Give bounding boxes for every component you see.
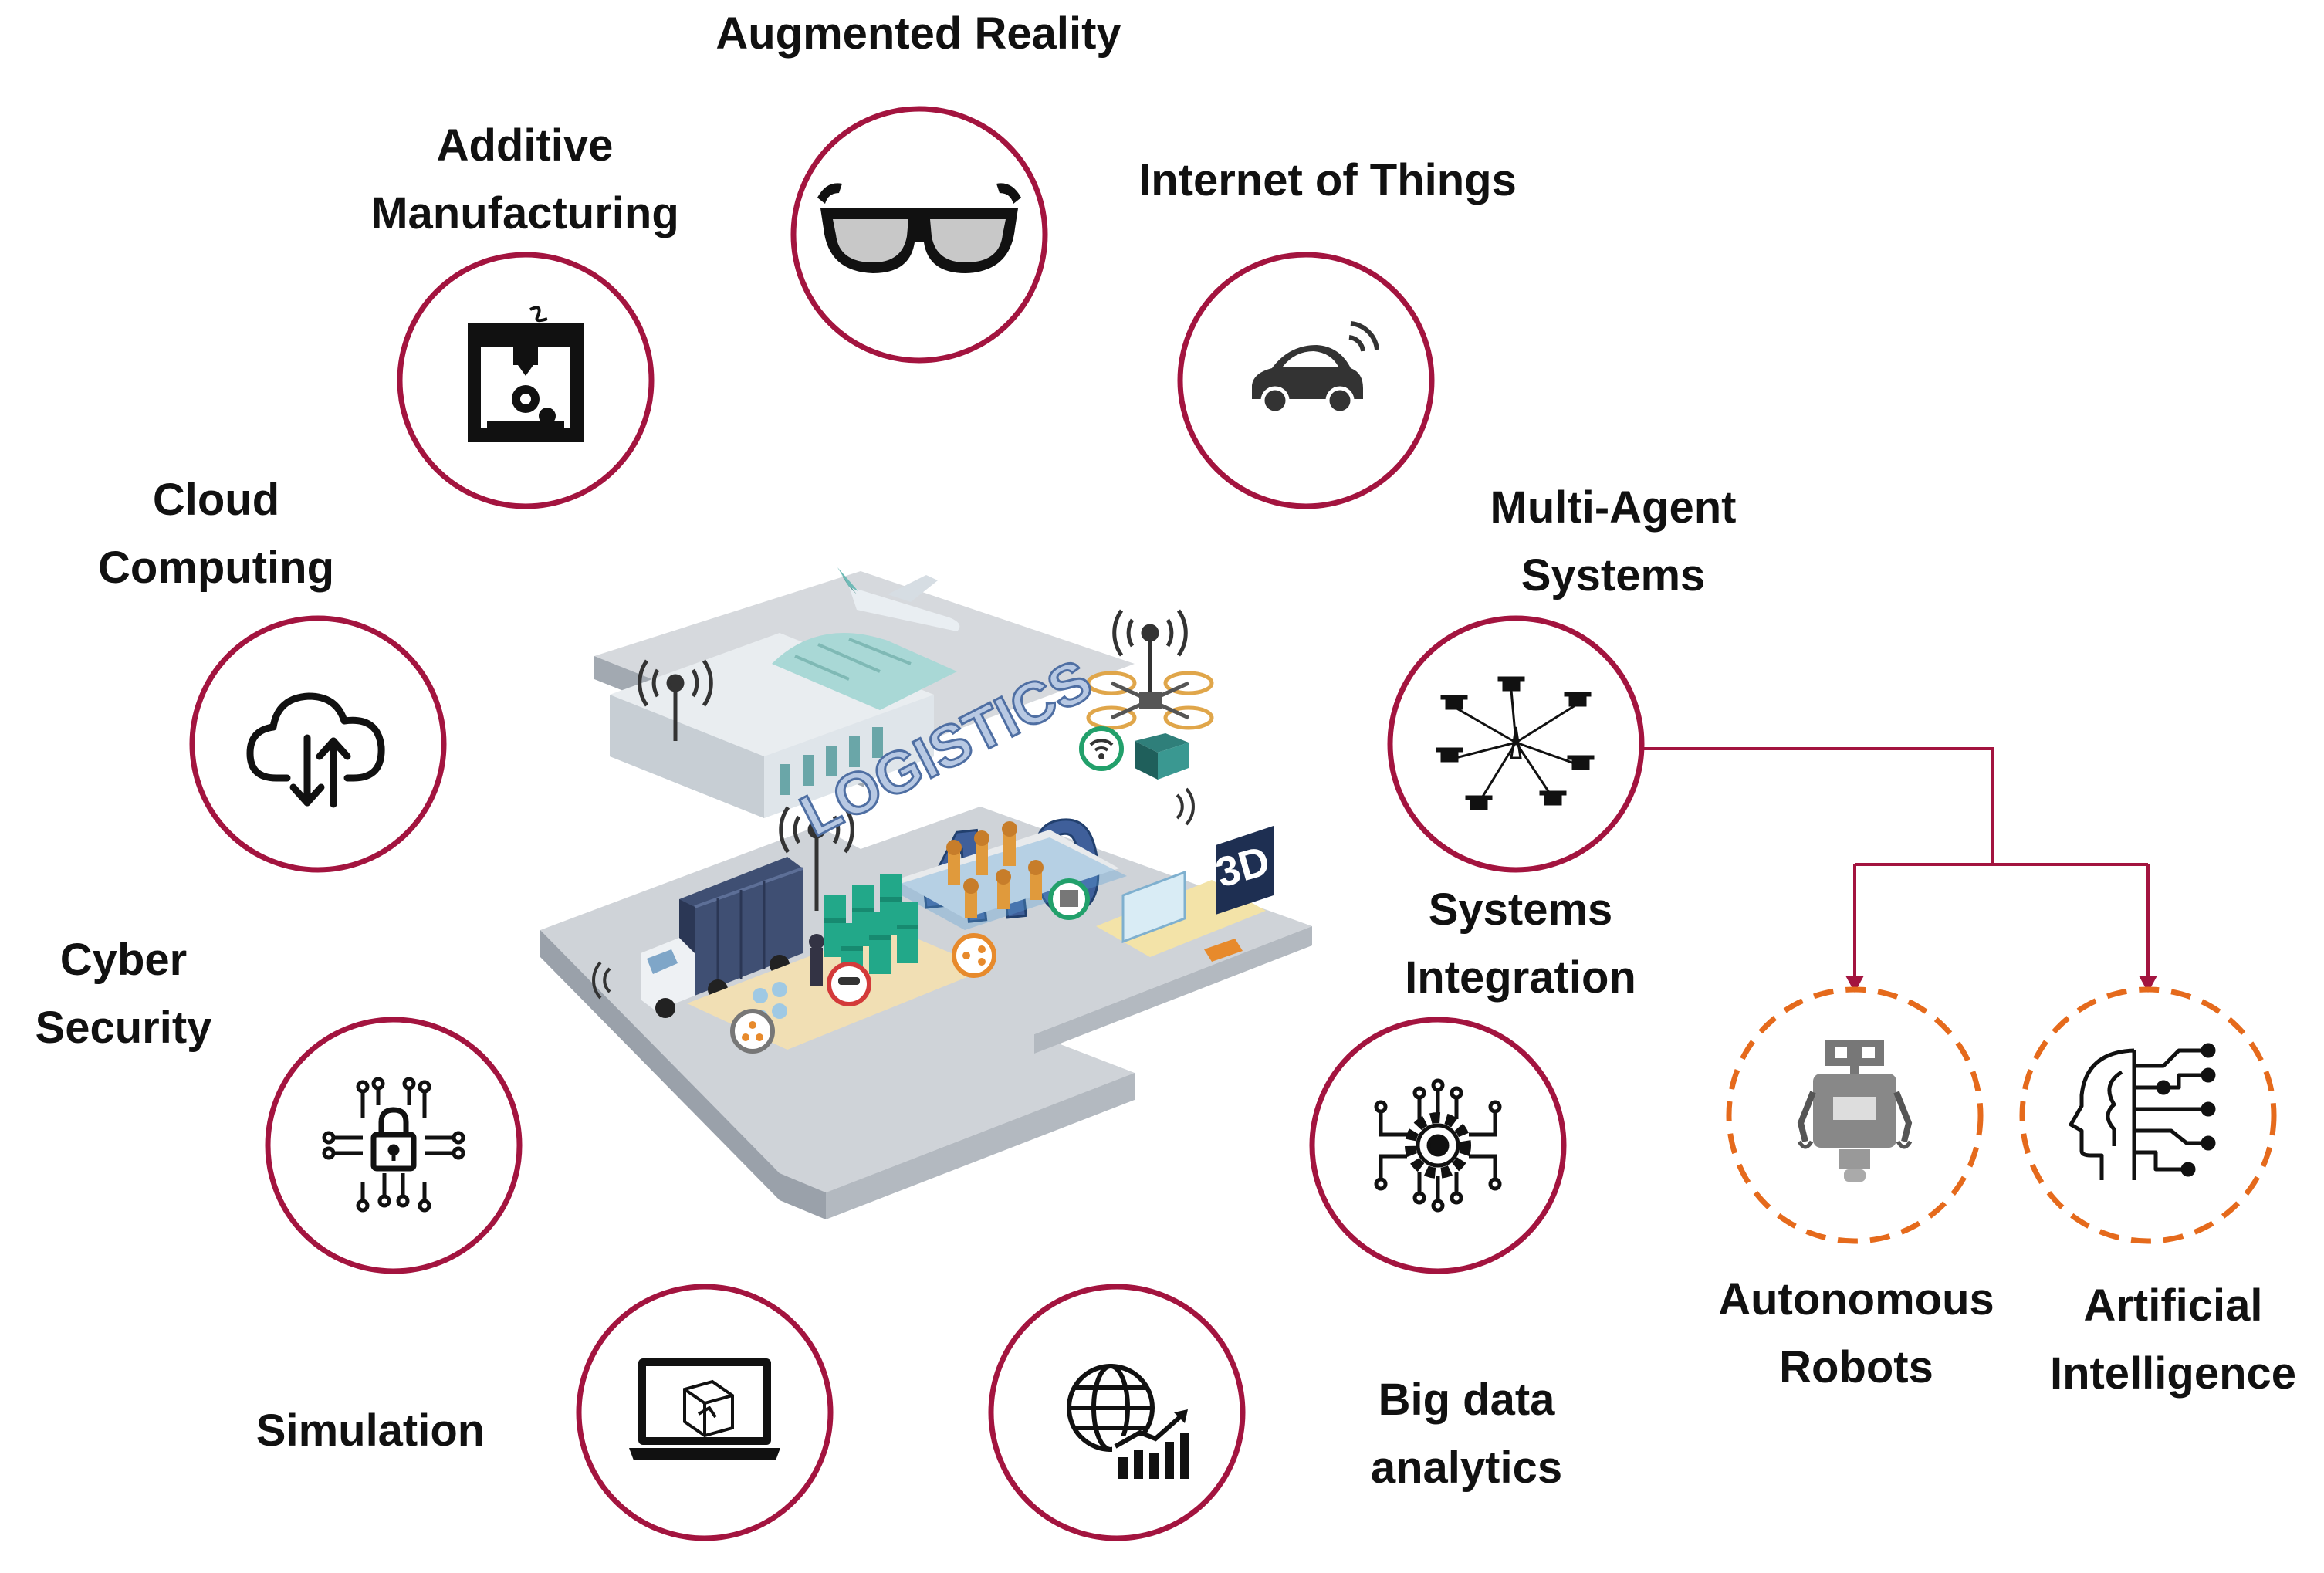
- connector-arrows: [1644, 747, 2157, 993]
- label-line: Cyber: [59, 935, 188, 985]
- label-big-data-analytics: Big data analytics: [1297, 1366, 1636, 1502]
- 3d-printer-icon: [468, 306, 584, 442]
- label-line: Simulation: [255, 1406, 485, 1456]
- label-line: Robots: [1779, 1342, 1933, 1392]
- antenna-tower: [779, 806, 854, 911]
- circuit-gear-icon: [1374, 1078, 1502, 1213]
- smart-logistics-city-illustration: LOGISTICS 4.0: [540, 567, 1312, 1219]
- label-augmented-reality: Augmented Reality: [610, 0, 1227, 68]
- label-line: Computing: [97, 543, 335, 593]
- drone-node: [1567, 755, 1595, 770]
- arrowhead-ai: [2139, 976, 2157, 993]
- ring-autonomous-robots: [1726, 986, 1984, 1244]
- ring-simulation: [576, 1284, 834, 1541]
- label-line: Manufacturing: [370, 188, 679, 238]
- connector-line: [1644, 747, 1994, 864]
- label-line: Autonomous: [1718, 1274, 1994, 1324]
- laptop-cube-icon: [629, 1358, 780, 1460]
- label-internet-of-things: Internet of Things: [1081, 147, 1575, 215]
- label-line: Artificial: [2083, 1280, 2263, 1331]
- drone-node: [1497, 676, 1525, 692]
- agent-network-icon: [1436, 676, 1595, 810]
- label-line: Systems: [1521, 550, 1706, 600]
- ring-cyber-security: [265, 1017, 523, 1274]
- ring-big-data-analytics: [988, 1284, 1246, 1541]
- antenna-tower: [1112, 609, 1188, 699]
- circuit-lock-icon: [322, 1077, 465, 1213]
- drone-node: [1564, 692, 1592, 707]
- label-line: Intelligence: [2049, 1348, 2297, 1399]
- ring-internet-of-things: [1177, 252, 1435, 509]
- label-line: Big data: [1378, 1375, 1555, 1425]
- ring-augmented-reality: [790, 106, 1048, 364]
- robot-icon: [1797, 1040, 1913, 1182]
- printing-area: 3D: [1096, 826, 1275, 962]
- delivery-drone: [1086, 671, 1214, 780]
- wifi-badge: [1079, 726, 1124, 771]
- robotic-assembly-floor: [888, 821, 1127, 930]
- label-line: analytics: [1370, 1443, 1563, 1493]
- hub-badge: [730, 1009, 775, 1054]
- drone-node: [1436, 747, 1463, 763]
- drone-node: [1465, 795, 1493, 810]
- label-line: Additive: [436, 120, 614, 171]
- drone-node: [1440, 695, 1468, 710]
- label-line: Security: [35, 1003, 212, 1053]
- ring-multi-agent-systems: [1387, 615, 1645, 873]
- ring-artificial-intelligence: [2019, 986, 2277, 1244]
- ring-systems-integration: [1309, 1017, 1567, 1274]
- connected-car-icon: [1252, 321, 1379, 415]
- label-line: Multi-Agent: [1490, 482, 1737, 533]
- drone-node: [1539, 790, 1567, 806]
- signal-waves: [592, 787, 1195, 1000]
- label-line: Augmented Reality: [715, 8, 1121, 59]
- ring-cloud-computing: [189, 615, 447, 873]
- ai-head-icon: [2069, 1043, 2216, 1180]
- delivery-truck: [641, 857, 803, 1018]
- label-line: Integration: [1405, 952, 1636, 1003]
- glasses-icon: [817, 183, 1021, 273]
- globe-chart-icon: [1067, 1364, 1189, 1480]
- robot-badge: [1048, 878, 1090, 920]
- label-line: Systems: [1428, 885, 1613, 935]
- airplane: [837, 567, 960, 631]
- ring-additive-manufacturing: [397, 252, 655, 509]
- label-line: Cloud: [152, 475, 280, 525]
- cloud-sync-icon: [246, 692, 385, 808]
- antenna-tower: [638, 659, 713, 741]
- network-badge: [952, 933, 996, 978]
- arrowhead-robots: [1845, 976, 1864, 993]
- ar-badge: [827, 962, 871, 1006]
- label-simulation: Simulation: [201, 1397, 540, 1465]
- terminal-building: [610, 633, 957, 818]
- label-line: Internet of Things: [1138, 155, 1517, 205]
